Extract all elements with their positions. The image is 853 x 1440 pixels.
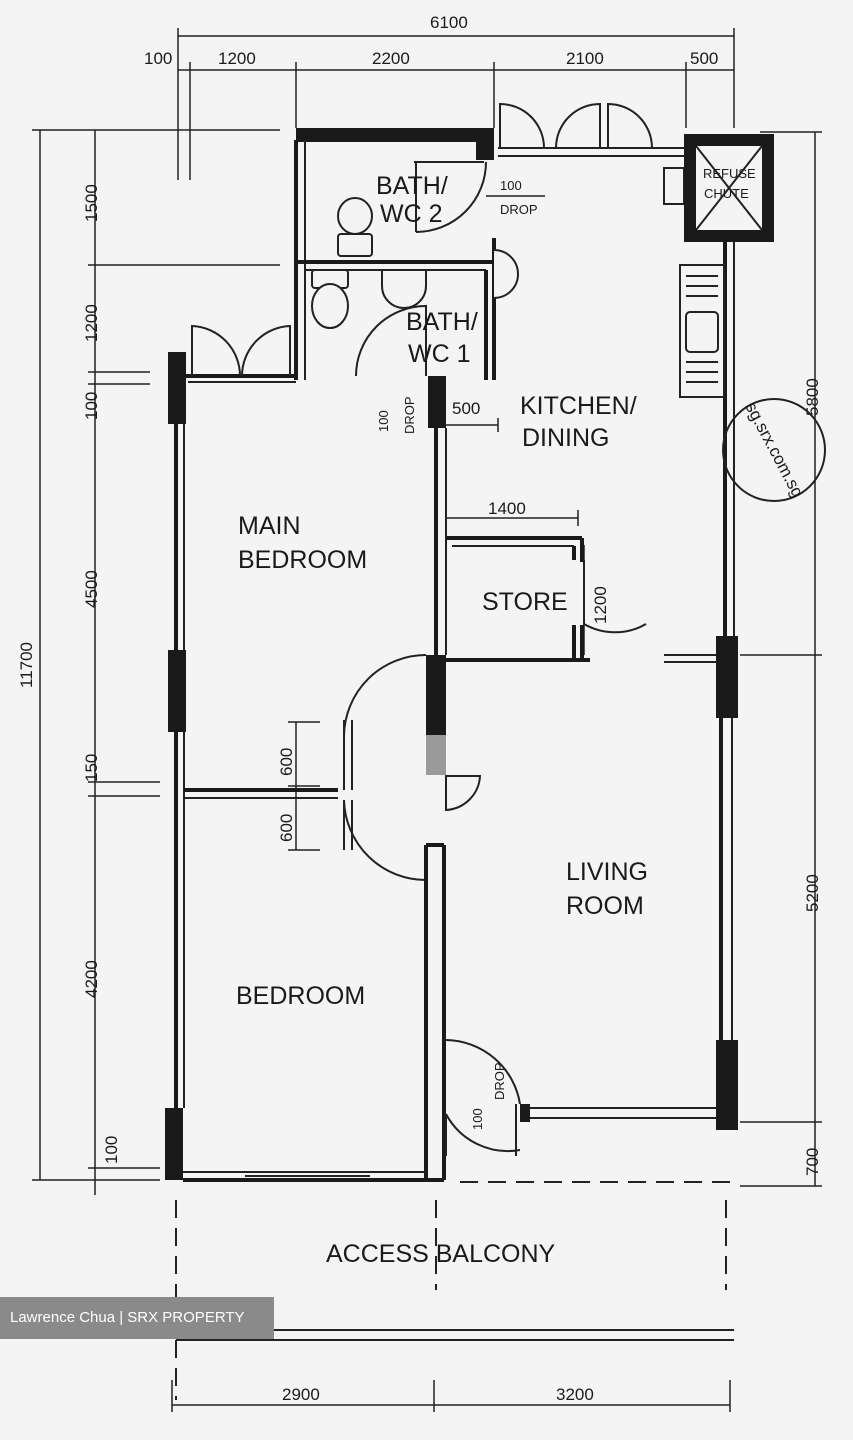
bath1-label-line2: WC 1 [408,340,471,368]
kitchen-sink [679,264,725,398]
doors [191,102,653,1156]
refuse-chute-label-line1: REFUSE [703,166,756,181]
basin-wc1 [381,269,427,309]
dim-left-total: 11700 [17,642,36,688]
dim-bottom-2: 3200 [556,1385,594,1404]
access-balcony-label: ACCESS BALCONY [326,1240,556,1268]
dimension-labels: 6100 100 1200 2200 2100 500 11700 1500 1… [17,13,822,1404]
drop-notes: 100 DROP 100 DROP 100 DROP [376,178,538,1130]
bath2-label-line2: WC 2 [380,200,443,228]
drop-note-bath2-value: 100 [500,178,522,193]
toilet-wc2 [337,197,373,257]
dim-inner-1200: 1200 [591,586,610,624]
kitchen-label-line1: KITCHEN/ [520,392,637,420]
drop-note-entry-word: DROP [492,1062,507,1100]
credit-caption: Lawrence Chua | SRX PROPERTY [0,1297,274,1339]
dim-top-total: 6100 [430,13,468,32]
fixtures [311,134,774,398]
dim-bottom-1: 2900 [282,1385,320,1404]
toilet-wc1 [311,269,349,329]
room-labels: BATH/ WC 2 BATH/ WC 1 KITCHEN/ DINING MA… [236,166,756,1268]
kitchen-label-line2: DINING [522,424,610,452]
dim-left-7: 100 [102,1136,121,1164]
dim-top-2: 1200 [218,49,256,68]
dim-inner-600b: 600 [277,814,296,842]
main-bedroom-label-line2: BEDROOM [238,546,367,574]
living-label-line1: LIVING [566,858,648,886]
dim-top-1: 100 [144,49,172,68]
main-bedroom-label-line1: MAIN [238,512,301,540]
dim-left-4: 4500 [82,570,101,608]
living-label-line2: ROOM [566,892,644,920]
drop-note-wc1-word: DROP [402,396,417,434]
drop-note-entry-value: 100 [470,1108,485,1130]
dim-left-1: 1500 [82,184,101,222]
bath1-label-line1: BATH/ [406,308,478,336]
dimension-lines [32,28,822,1412]
dim-inner-500: 500 [452,399,480,418]
dim-left-5: 150 [82,754,101,782]
dim-right-2: 5200 [803,874,822,912]
dim-inner-600a: 600 [277,748,296,776]
store-label: STORE [482,588,568,616]
bath2-label-line1: BATH/ [376,172,448,200]
dim-left-3: 100 [82,392,101,420]
dim-right-1: 5800 [803,378,822,416]
refuse-chute-label-line2: CHUTE [704,186,749,201]
watermark-text: sg.srx.com.sg [741,399,808,501]
drop-note-wc1-value: 100 [376,410,391,432]
chute-hopper [663,167,685,205]
bedroom-label: BEDROOM [236,982,365,1010]
dim-left-6: 4200 [82,960,101,998]
dim-top-4: 2100 [566,49,604,68]
dim-inner-1400: 1400 [488,499,526,518]
walls [165,128,738,1400]
basin-outside [493,249,519,299]
refuse-chute [684,134,774,242]
dim-top-5: 500 [690,49,718,68]
dim-left-2: 1200 [82,304,101,342]
watermark-stamp: sg.srx.com.sg [722,398,826,502]
drop-note-bath2-word: DROP [500,202,538,217]
dim-right-3: 700 [803,1148,822,1176]
dim-top-3: 2200 [372,49,410,68]
